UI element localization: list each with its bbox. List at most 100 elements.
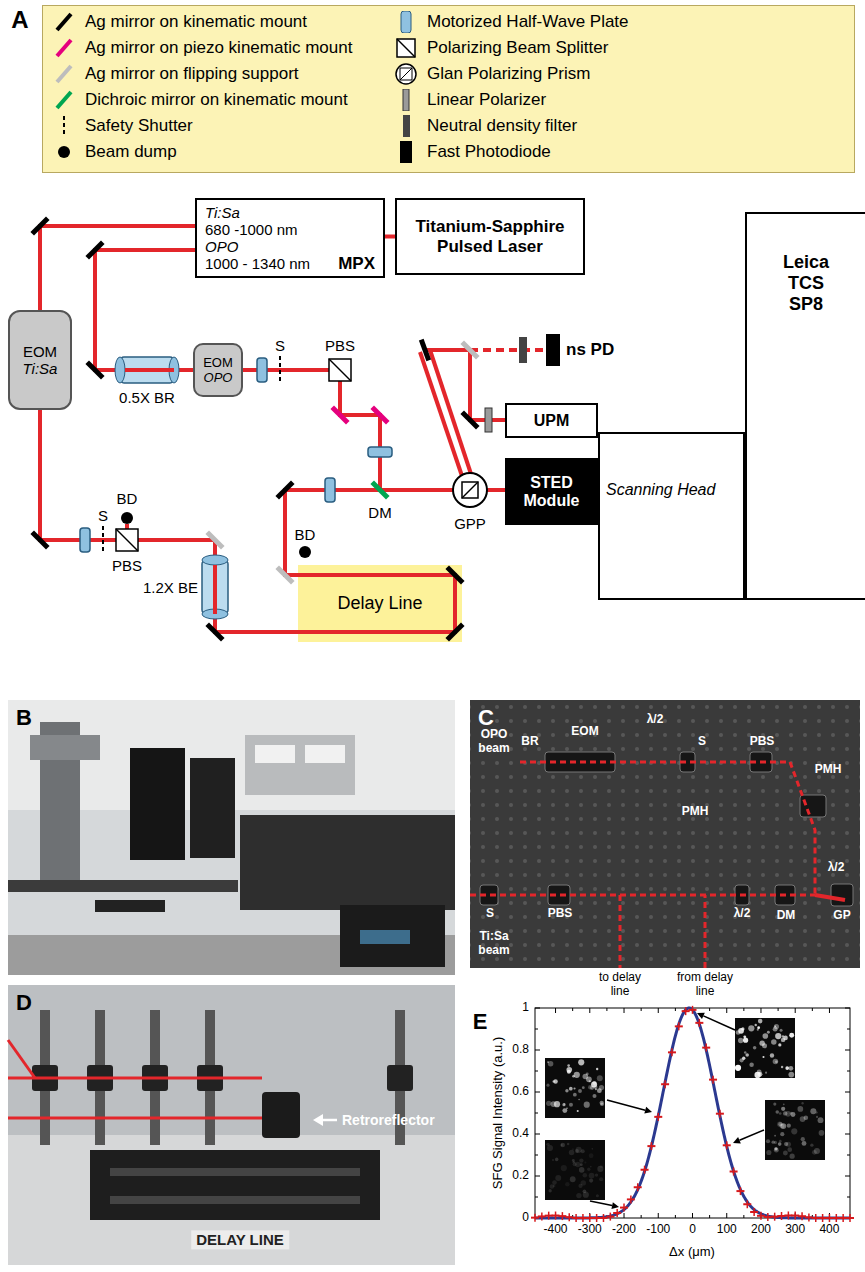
legend-text: Beam dump [85, 142, 177, 162]
image-inset [545, 1140, 605, 1200]
beam-dump-symbol [58, 146, 70, 158]
legend-symbol [395, 115, 417, 137]
inset-speckle [754, 1072, 760, 1078]
inset-speckle [591, 1148, 593, 1150]
error-bar [651, 1142, 653, 1150]
inset-speckle [819, 1130, 825, 1136]
laser-beam [243, 370, 380, 490]
safety-shutter [279, 356, 281, 384]
laser-box: Titanium-Sapphire Pulsed Laser [395, 198, 585, 275]
inset-speckle [580, 1180, 585, 1185]
x-tick [572, 1008, 573, 1011]
photo-label: PBS [548, 907, 573, 921]
component-label: S [275, 337, 285, 354]
error-bar [774, 1213, 776, 1221]
inset-speckle [773, 1059, 779, 1065]
x-tick [743, 1008, 744, 1011]
mirror-symbol [207, 624, 223, 640]
laser-head [340, 905, 445, 967]
laser-beam-dashed [470, 348, 546, 352]
inset-speckle [575, 1149, 579, 1153]
node-text: EOM [203, 355, 233, 370]
component-label: 1.2X BE [143, 579, 198, 596]
beam-path [815, 895, 845, 900]
photo-caption: to delay line [589, 971, 651, 999]
inset-speckle [576, 1147, 582, 1153]
laser-beam [420, 352, 462, 476]
plot-frame [535, 1008, 850, 1218]
inset-speckle [755, 1024, 757, 1026]
error-bar [699, 1019, 701, 1027]
mirror-symbol [87, 362, 103, 378]
inset-speckle [753, 1046, 757, 1050]
error-bar [644, 1166, 646, 1174]
half-wave-plate [257, 358, 267, 382]
inset-speckle [780, 1132, 784, 1136]
inset-speckle [573, 1162, 577, 1166]
node-text: STED Module [509, 474, 594, 510]
laser-beam [385, 235, 395, 239]
half-wave-plate [80, 528, 90, 552]
inset-speckle [582, 1086, 585, 1089]
inset-speckle [570, 1176, 576, 1182]
inset-speckle [597, 1075, 603, 1081]
x-tick [709, 1008, 710, 1011]
error-bar [712, 1076, 714, 1084]
node-text: Delay Line [337, 593, 422, 614]
component-label: 0.5X BR [119, 389, 175, 406]
y-tick [845, 1176, 850, 1177]
inset-speckle [801, 1137, 805, 1141]
glan-prism-cube [462, 482, 478, 498]
legend-symbol [395, 89, 417, 111]
beam-splitter-symbol [397, 39, 415, 57]
error-bar [623, 1204, 625, 1212]
inset-speckle [562, 1103, 565, 1106]
legend-symbol [53, 115, 75, 137]
inset-speckle [757, 1026, 760, 1029]
inset-speckle [766, 1150, 771, 1155]
inset-speckle [550, 1184, 554, 1188]
inset-speckle [578, 1059, 584, 1065]
photo-label: PMH [815, 763, 842, 777]
x-tick [624, 1008, 625, 1013]
beam-path [8, 1077, 262, 1080]
y-tick [535, 1050, 540, 1051]
inset-speckle [588, 1085, 593, 1090]
inset-speckle [546, 1101, 551, 1106]
inset-speckle [762, 1043, 767, 1048]
beam-path [8, 1117, 262, 1120]
inset-speckle [780, 1123, 786, 1129]
x-tick [675, 1215, 676, 1218]
component-label: GPP [454, 515, 486, 532]
legend-symbol [53, 11, 75, 33]
laser-beam [215, 490, 470, 632]
half-wave-plate-symbol [401, 11, 411, 33]
node-text: OPO [204, 370, 233, 385]
inset-speckle [738, 1038, 743, 1043]
fast-photodiode [546, 334, 560, 366]
x-tick [743, 1215, 744, 1218]
inset-speckle [745, 1053, 749, 1057]
fit-curve [535, 1008, 850, 1218]
inset-speckle [583, 1192, 589, 1198]
inset-speckle [778, 1142, 782, 1146]
node-text: 680 -1000 nm [205, 221, 375, 238]
x-tick [709, 1215, 710, 1218]
inset-speckle [600, 1165, 603, 1168]
error-bar [781, 1212, 783, 1220]
photo-lab [8, 700, 455, 975]
node-text: Ti:Sa [205, 204, 375, 221]
panel-letter: C [478, 705, 494, 730]
beam-path [520, 762, 815, 895]
inset-speckle [765, 1072, 767, 1074]
photo-delay-line [8, 985, 455, 1265]
error-bar [836, 1214, 838, 1222]
y-tick [535, 1197, 538, 1198]
legend-swatch [57, 66, 71, 82]
legend-item: Beam dump [53, 141, 177, 163]
y-tick [847, 1197, 850, 1198]
inset-speckle [801, 1102, 803, 1104]
inset-speckle [579, 1167, 585, 1173]
y-tick [535, 1071, 538, 1072]
